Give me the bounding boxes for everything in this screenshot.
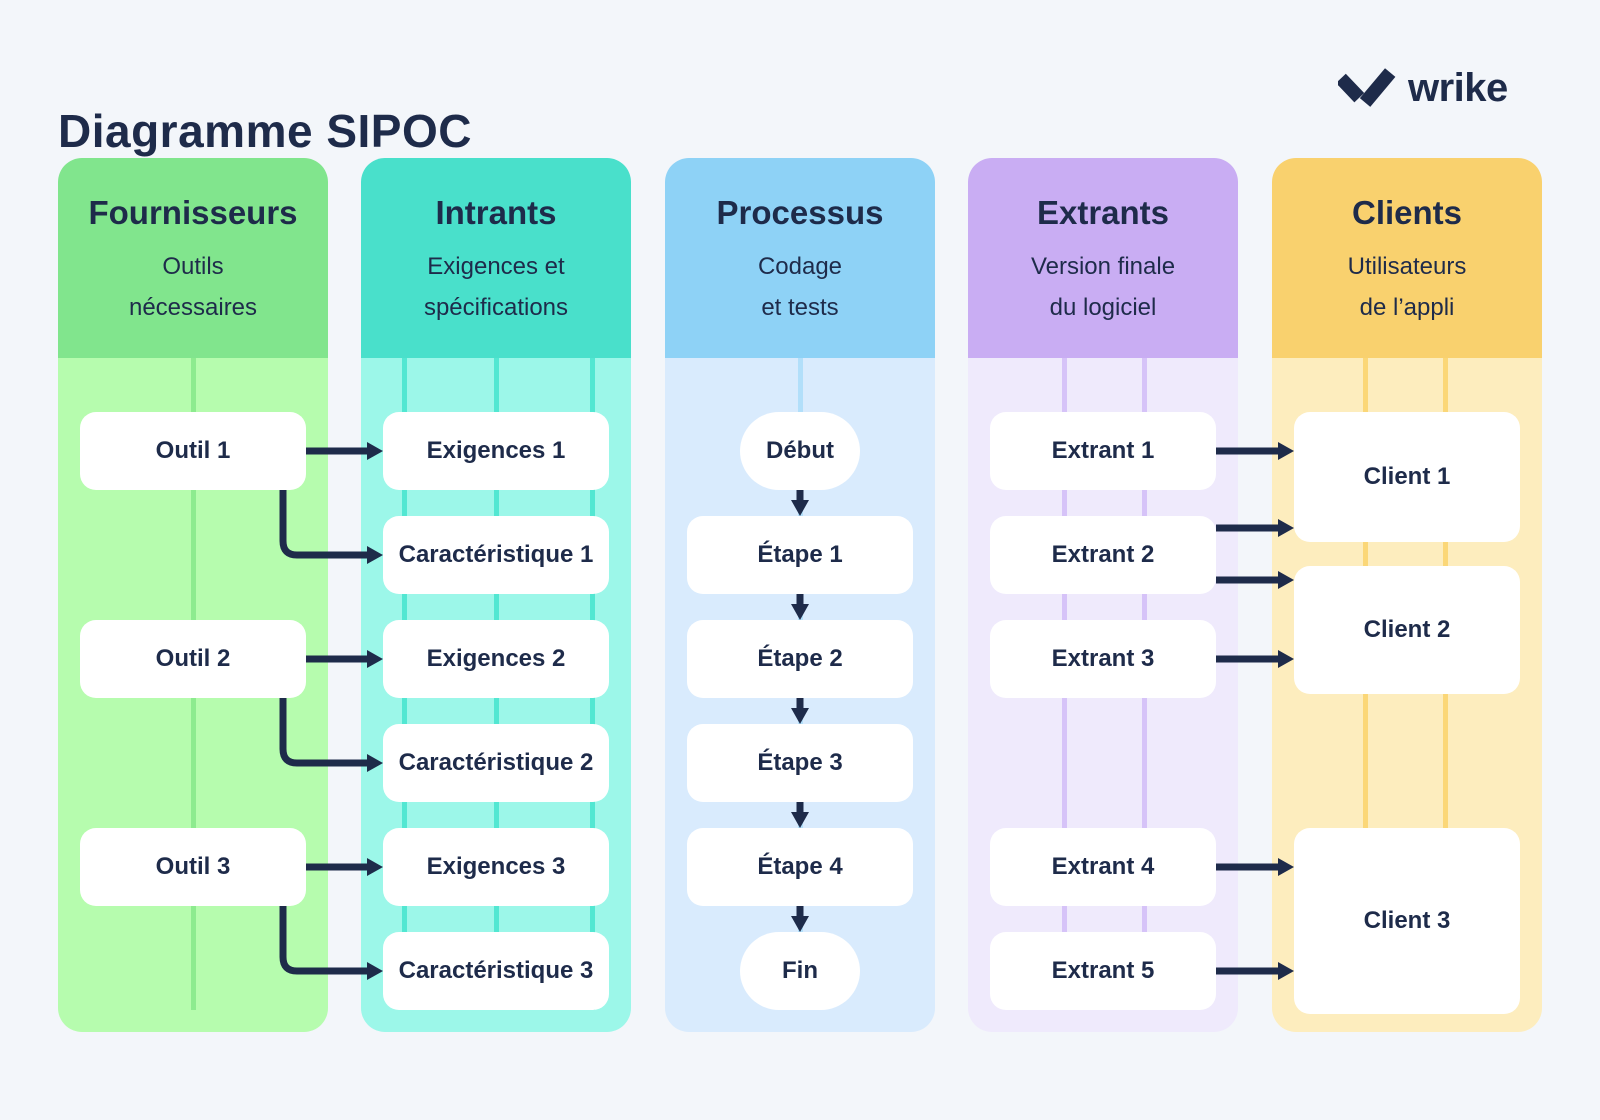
card-outil-3: Outil 3: [80, 828, 306, 906]
column-subtitle: Utilisateurs de l’appli: [1272, 246, 1542, 328]
column-processus-header: Processus Codage et tests: [665, 158, 935, 358]
column-subtitle: Version finale du logiciel: [968, 246, 1238, 328]
column-title: Fournisseurs: [88, 194, 298, 231]
column-subtitle: Outils nécessaires: [58, 246, 328, 328]
column-fournisseurs: Fournisseurs Outils nécessaires Outil 1 …: [58, 158, 328, 1032]
column-subtitle: Codage et tests: [665, 246, 935, 328]
subtitle-line: Version finale: [1030, 253, 1176, 280]
column-clients: Clients Utilisateurs de l’appli Client 1…: [1272, 158, 1542, 1032]
column-title: Extrants: [1036, 194, 1170, 231]
column-intrants-body: Exigences 1 Caractéristique 1 Exigences …: [361, 358, 631, 1032]
column-intrants: Intrants Exigences et spécifications Exi…: [361, 158, 631, 1032]
card-exigences-3: Exigences 3: [383, 828, 609, 906]
column-clients-header: Clients Utilisateurs de l’appli: [1272, 158, 1542, 358]
card-extrant-5: Extrant 5: [990, 932, 1216, 1010]
column-clients-body: Client 1 Client 2 Client 3: [1272, 358, 1542, 1032]
card-etape-1: Étape 1: [687, 516, 913, 594]
card-outil-1: Outil 1: [80, 412, 306, 490]
node-fin: Fin: [740, 932, 860, 1010]
node-debut: Début: [740, 412, 860, 490]
subtitle-line: Outils: [162, 253, 224, 280]
card-extrant-1: Extrant 1: [990, 412, 1216, 490]
column-extrants-header: Extrants Version finale du logiciel: [968, 158, 1238, 358]
subtitle-line: Utilisateurs: [1347, 253, 1467, 280]
subtitle-line: nécessaires: [128, 294, 258, 321]
wrike-logo: wrike: [1338, 66, 1508, 111]
column-processus-body: Début Étape 1 Étape 2 Étape 3 Étape 4 Fi…: [665, 358, 935, 1032]
page-title: Diagramme SIPOC: [58, 105, 472, 157]
subtitle-line: de l’appli: [1359, 294, 1455, 321]
wrike-double-check-icon: [1338, 67, 1396, 107]
card-exigences-1: Exigences 1: [383, 412, 609, 490]
column-fournisseurs-body: Outil 1 Outil 2 Outil 3: [58, 358, 328, 1032]
card-client-2: Client 2: [1294, 566, 1520, 694]
column-title: Clients: [1351, 194, 1463, 231]
card-caracteristique-2: Caractéristique 2: [383, 724, 609, 802]
card-etape-2: Étape 2: [687, 620, 913, 698]
card-etape-4: Étape 4: [687, 828, 913, 906]
column-subtitle: Exigences et spécifications: [361, 246, 631, 328]
card-caracteristique-3: Caractéristique 3: [383, 932, 609, 1010]
card-extrant-3: Extrant 3: [990, 620, 1216, 698]
card-client-3: Client 3: [1294, 828, 1520, 1014]
column-extrants: Extrants Version finale du logiciel Extr…: [968, 158, 1238, 1032]
wrike-logo-text: wrike: [1408, 66, 1508, 110]
column-intrants-header: Intrants Exigences et spécifications: [361, 158, 631, 358]
subtitle-line: du logiciel: [1049, 294, 1157, 321]
column-extrants-body: Extrant 1 Extrant 2 Extrant 3 Extrant 4 …: [968, 358, 1238, 1032]
column-title: Intrants: [435, 194, 557, 231]
card-etape-3: Étape 3: [687, 724, 913, 802]
subtitle-line: spécifications: [423, 294, 569, 321]
column-title: Processus: [716, 194, 884, 231]
card-extrant-4: Extrant 4: [990, 828, 1216, 906]
card-caracteristique-1: Caractéristique 1: [383, 516, 609, 594]
subtitle-line: Codage: [757, 253, 843, 280]
subtitle-line: Exigences et: [427, 253, 565, 280]
column-processus: Processus Codage et tests Début Étape 1 …: [665, 158, 935, 1032]
subtitle-line: et tests: [761, 294, 839, 321]
card-client-1: Client 1: [1294, 412, 1520, 542]
card-extrant-2: Extrant 2: [990, 516, 1216, 594]
card-outil-2: Outil 2: [80, 620, 306, 698]
card-exigences-2: Exigences 2: [383, 620, 609, 698]
column-fournisseurs-header: Fournisseurs Outils nécessaires: [58, 158, 328, 358]
